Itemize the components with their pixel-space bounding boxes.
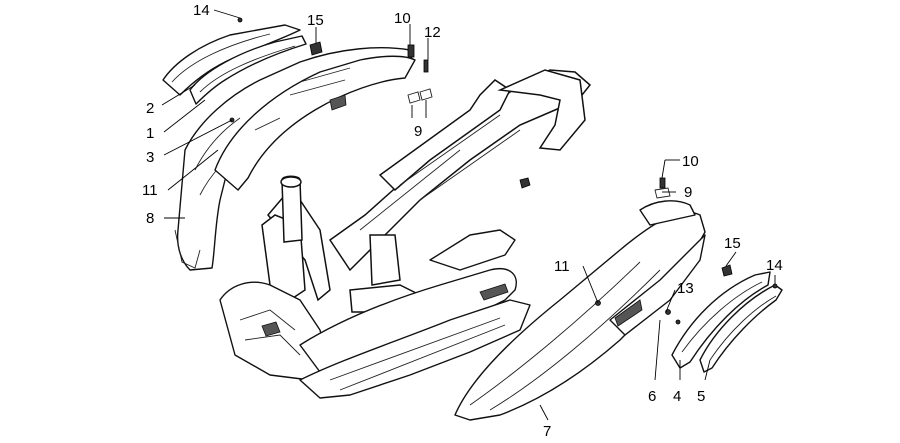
callout-9-right: 9 (684, 184, 692, 201)
callout-12: 12 (424, 24, 441, 41)
callout-14-upper: 14 (193, 2, 210, 19)
callout-5: 5 (697, 388, 705, 405)
scooter-frame (261, 69, 592, 313)
right-trim-covers (671, 271, 783, 373)
callout-15-upper: 15 (307, 12, 324, 29)
upper-trim-covers (162, 24, 307, 105)
lower-body-floor (219, 229, 531, 399)
callout-11-left: 11 (142, 182, 158, 199)
callout-13: 13 (677, 280, 694, 297)
hardware-fasteners (229, 17, 778, 325)
callout-1: 1 (146, 125, 154, 142)
callout-labels: 14 15 10 12 2 1 3 9 11 8 10 9 11 15 14 1… (142, 2, 783, 440)
leader-lines (161, 9, 776, 421)
callout-3: 3 (146, 149, 154, 166)
callout-11-right: 11 (554, 258, 570, 275)
callout-6: 6 (648, 388, 656, 405)
callout-10-right: 10 (682, 153, 699, 170)
right-side-cover (454, 200, 706, 421)
callout-7: 7 (543, 423, 551, 438)
callout-10-upper: 10 (394, 10, 411, 27)
callout-2: 2 (146, 100, 154, 117)
callout-4: 4 (673, 388, 681, 405)
callout-15-right: 15 (724, 235, 741, 252)
callout-8: 8 (146, 210, 154, 227)
callout-14-right: 14 (766, 257, 783, 274)
left-side-panel (174, 47, 416, 271)
callout-9-upper: 9 (414, 123, 422, 140)
